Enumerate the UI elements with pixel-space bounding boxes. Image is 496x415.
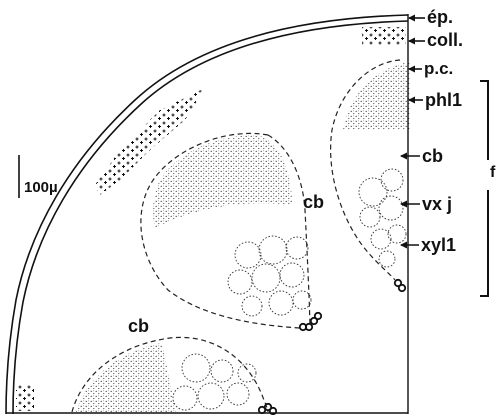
label-coll: coll. — [427, 30, 463, 50]
protoxylem-rings — [393, 278, 407, 293]
fascicle-bracket: f — [480, 80, 496, 297]
label-pc: p.c. — [424, 59, 453, 78]
phloem-stipple — [76, 343, 176, 412]
label-vxj: vx j — [422, 194, 452, 214]
phloem-stipple — [343, 62, 410, 130]
xylem-cells — [227, 235, 312, 317]
vascular-bundle-lower — [71, 336, 278, 415]
protoxylem-rings — [298, 311, 323, 332]
bundle-label-middle: cb — [303, 192, 324, 212]
arrow-vxj — [400, 200, 420, 208]
scale-bar-label: 100µ — [24, 179, 58, 196]
xylem-cells — [358, 168, 407, 268]
bundle-label-lower: cb — [128, 316, 149, 336]
bracket-label: f — [490, 164, 496, 181]
arrow-ep — [408, 14, 425, 22]
scale-bar: 100µ — [18, 155, 58, 198]
vascular-bundle-upper — [330, 59, 410, 293]
label-phl1: phl1 — [425, 90, 462, 110]
label-xyl1: xyl1 — [421, 235, 456, 255]
phloem-stipple — [153, 135, 292, 228]
label-ep: ép. — [427, 7, 453, 27]
arrow-coll — [408, 37, 425, 45]
arrow-phl1 — [408, 96, 423, 104]
protoxylem-rings — [257, 402, 278, 415]
collenchyma-crosses — [16, 27, 406, 411]
epidermis-outline — [5, 14, 409, 415]
arrow-pc — [408, 65, 422, 73]
label-cb: cb — [422, 146, 443, 166]
vascular-bundle-middle — [140, 132, 323, 332]
arrow-xyl1 — [400, 241, 419, 249]
annotation-labels: ép. coll. p.c. phl1 cb vx j xyl1 — [421, 7, 463, 255]
xylem-cells — [172, 353, 257, 411]
annotation-arrows — [400, 14, 425, 249]
arrow-cb — [400, 152, 420, 160]
